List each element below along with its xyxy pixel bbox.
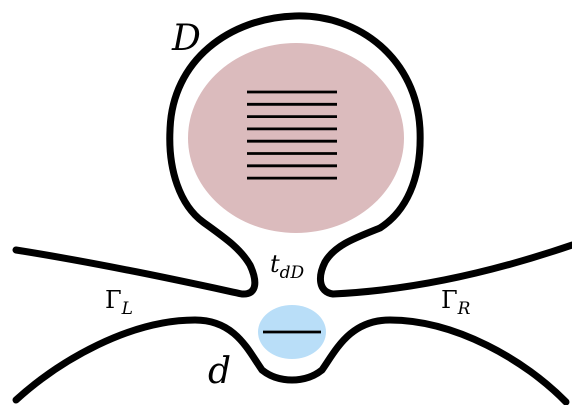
tunnel-coupling-label: tdD [270,250,305,283]
left-lead-subscript: L [121,299,133,319]
left-lead-gamma: Γ [105,286,122,314]
small-dot-label: d [208,351,231,392]
right-lead-label: ΓR [441,286,471,319]
right-lead-subscript: R [457,299,471,319]
large-dot-fill [188,43,404,233]
lower-boundary-curve [12,316,570,405]
tunnel-coupling-main: t [270,250,280,278]
large-dot-label: D [171,18,201,59]
large-dot-energy-levels [247,90,337,180]
upper-boundary-curve [12,12,572,298]
right-lead-gamma: Γ [441,286,458,314]
tunnel-coupling-subscript: dD [280,263,305,283]
left-lead-label: ΓL [105,286,133,319]
